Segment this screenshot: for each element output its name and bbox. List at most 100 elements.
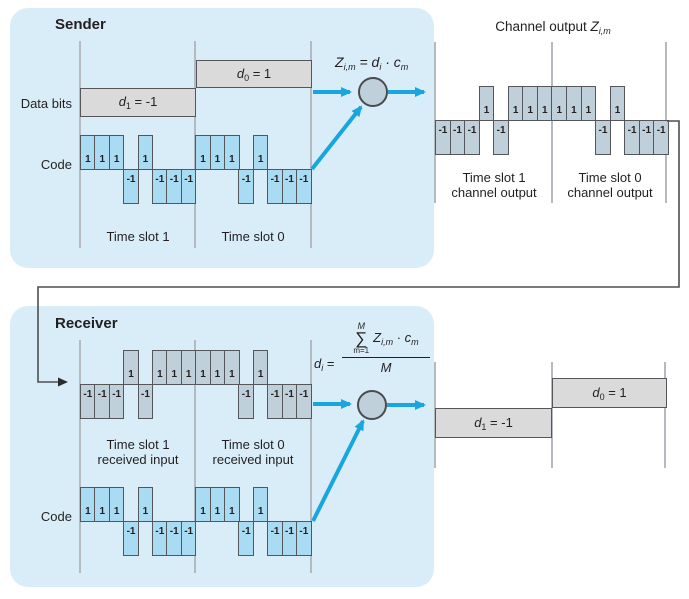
- chip: 1: [522, 86, 539, 121]
- receiver-tick-left: [79, 340, 81, 573]
- chip: 1: [108, 487, 125, 522]
- channel-output-title: Channel output Zi,m: [495, 19, 611, 36]
- receiver-formula-denominator: M: [380, 360, 392, 375]
- chip: -1: [281, 520, 298, 556]
- chip: -1: [80, 383, 96, 419]
- chip: 1: [209, 487, 226, 522]
- chip: -1: [296, 168, 312, 204]
- chip: -1: [435, 119, 451, 155]
- receiver-tick-right: [310, 340, 312, 573]
- sender-d0-label: d0 = 1: [236, 65, 272, 83]
- sender-code-label: Code: [40, 157, 72, 172]
- chip: -1: [267, 383, 283, 419]
- chip: -1: [238, 168, 255, 204]
- sigma-icon: ∑: [355, 329, 368, 348]
- chip: 1: [180, 350, 197, 385]
- chip: 1: [94, 487, 111, 522]
- receiver-formula-product: Zi,m · cm: [373, 330, 419, 347]
- chip: 1: [195, 487, 211, 522]
- chip: 1: [80, 135, 96, 170]
- chip: -1: [296, 383, 312, 419]
- chip: -1: [638, 119, 655, 155]
- chip: 1: [166, 350, 183, 385]
- output-d0-label: d0 = 1: [592, 384, 627, 402]
- sender-d1-box: d1 = -1: [80, 88, 196, 117]
- chip: 1: [137, 135, 154, 170]
- chip: -1: [123, 168, 139, 204]
- chip: -1: [653, 119, 670, 155]
- chip: -1: [281, 168, 298, 204]
- chip: -1: [166, 168, 183, 204]
- chip: 1: [123, 350, 139, 385]
- chip: -1: [166, 520, 183, 556]
- chip: 1: [94, 135, 111, 170]
- sender-d0-box: d0 = 1: [196, 60, 312, 88]
- output-tick-right: [664, 362, 666, 468]
- chip: 1: [224, 487, 240, 522]
- chip: 1: [507, 86, 524, 121]
- chip: -1: [493, 119, 510, 155]
- chip: 1: [536, 86, 553, 121]
- receiver-formula-fraction: M ∑ m=1 Zi,m · cm M: [338, 322, 434, 375]
- chip: -1: [123, 520, 139, 556]
- sender-title: Sender: [55, 16, 106, 33]
- chip: 1: [580, 86, 597, 121]
- chip: -1: [180, 168, 197, 204]
- chip: 1: [252, 350, 269, 385]
- output-tick-mid: [551, 362, 553, 468]
- chip: 1: [224, 135, 240, 170]
- chip: -1: [238, 520, 255, 556]
- chip: 1: [137, 487, 154, 522]
- sender-formula: Zi,m = di · cm: [335, 54, 409, 72]
- chip: -1: [281, 383, 298, 419]
- fraction-bar: [341, 357, 431, 358]
- receiver-formula-lhs: di =: [314, 356, 335, 373]
- chip: -1: [267, 520, 283, 556]
- chip: 1: [565, 86, 582, 121]
- chip: -1: [449, 119, 466, 155]
- receiver-code-label: Code: [40, 509, 72, 524]
- chip: -1: [108, 383, 125, 419]
- chip: 1: [224, 350, 240, 385]
- chip: 1: [252, 135, 269, 170]
- chip: -1: [267, 168, 283, 204]
- sender-timeslot0-label: Time slot 0: [221, 229, 285, 244]
- chip: -1: [94, 383, 111, 419]
- sender-d1-label: d1 = -1: [118, 94, 158, 111]
- chip: -1: [152, 520, 168, 556]
- chip: 1: [209, 135, 226, 170]
- chip: 1: [478, 86, 495, 121]
- receiver-title: Receiver: [55, 315, 118, 332]
- chip: 1: [551, 86, 568, 121]
- receiver-tick-mid: [194, 340, 196, 573]
- output-d1-label: d1 = -1: [474, 414, 513, 432]
- chip: 1: [209, 350, 226, 385]
- sender-timeslot1-label: Time slot 1: [106, 229, 170, 244]
- chip: -1: [238, 383, 255, 419]
- chip: 1: [195, 350, 211, 385]
- output-d1-box: d1 = -1: [435, 408, 552, 438]
- chip: -1: [464, 119, 480, 155]
- sum-symbol: M ∑ m=1: [353, 321, 370, 355]
- chip: 1: [609, 86, 626, 121]
- chip: -1: [152, 168, 168, 204]
- chip: -1: [137, 383, 154, 419]
- data-bits-label: Data bits: [20, 96, 72, 111]
- chip: 1: [108, 135, 125, 170]
- chip: -1: [595, 119, 611, 155]
- chip: -1: [180, 520, 197, 556]
- chip: -1: [296, 520, 312, 556]
- chip: -1: [624, 119, 640, 155]
- chip: 1: [152, 350, 168, 385]
- chip: 1: [80, 487, 96, 522]
- output-d0-box: d0 = 1: [552, 378, 667, 408]
- chip: 1: [195, 135, 211, 170]
